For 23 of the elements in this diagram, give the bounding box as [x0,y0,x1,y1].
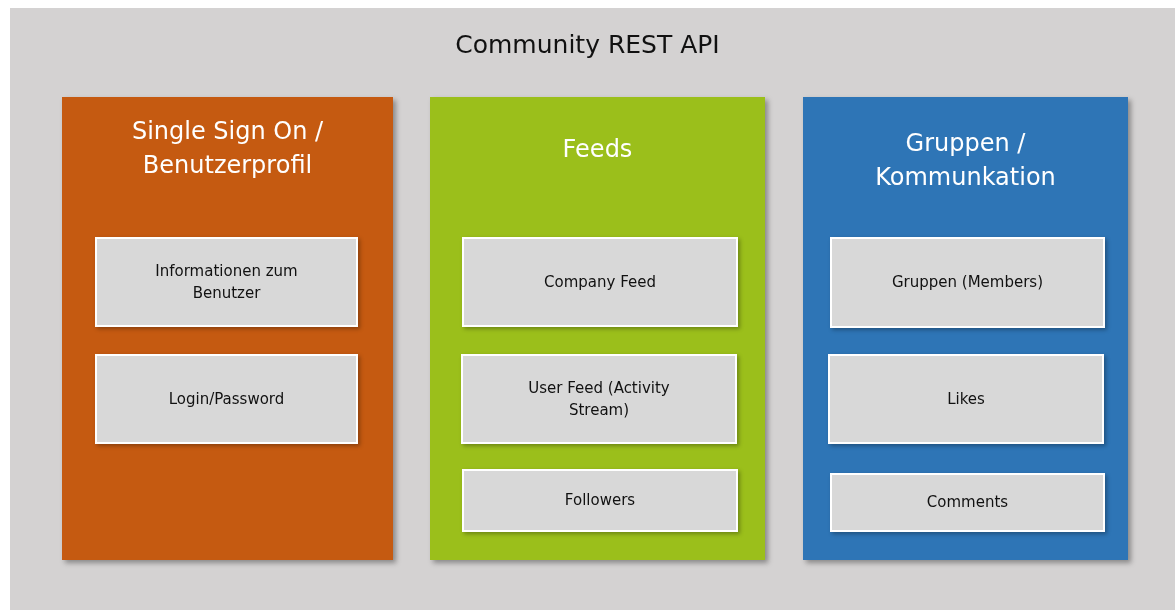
category-column [62,97,393,560]
item-box [95,237,358,327]
item-label: Comments [925,492,1010,514]
item-box [828,354,1104,444]
item-label: Likes [946,388,986,410]
item-box [462,469,738,532]
item-label: Company Feed [543,271,657,293]
item-box [461,354,737,444]
category-column [803,97,1128,560]
item-box [830,237,1105,328]
item-label: Gruppen (Members) [890,272,1045,294]
item-label: Informationen zum Benutzer [154,260,299,304]
column-heading: Single Sign On / Benutzerprofil [130,116,325,181]
item-box [95,354,358,444]
item-label: User Feed (Activity Stream) [527,377,671,421]
item-label: Followers [563,490,637,512]
item-box [830,473,1105,532]
item-label: Login/Password [167,388,286,410]
column-heading: Gruppen / Kommunkation [874,128,1057,193]
diagram-title: Community REST API [454,30,721,59]
item-box [462,237,738,327]
column-heading: Feeds [561,134,634,165]
category-column [430,97,765,560]
